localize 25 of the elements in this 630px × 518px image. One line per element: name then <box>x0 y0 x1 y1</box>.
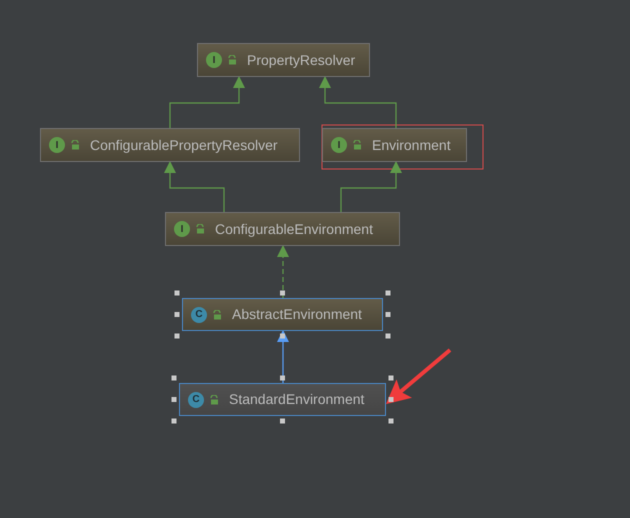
class-icon: C <box>191 306 207 322</box>
inheritance-arrow <box>277 330 289 383</box>
interface-icon: I <box>206 52 222 68</box>
inheritance-arrow <box>277 245 289 298</box>
class-box <box>179 383 386 416</box>
inheritance-arrow <box>319 76 397 128</box>
interface-icon: I <box>331 137 347 153</box>
class-box <box>322 128 467 162</box>
class-box <box>182 298 383 331</box>
class-name: Environment <box>372 136 451 154</box>
class-name: StandardEnvironment <box>229 390 364 409</box>
inheritance-arrow <box>164 161 225 212</box>
class-icon: C <box>188 392 204 408</box>
pointer-arrow <box>386 348 452 404</box>
interface-icon: I <box>49 137 65 153</box>
class-box <box>165 212 400 246</box>
class-name: ConfigurableEnvironment <box>215 220 373 239</box>
interface-icon: I <box>174 221 190 237</box>
inheritance-arrow <box>169 76 245 128</box>
class-name: AbstractEnvironment <box>232 305 362 324</box>
inheritance-arrow <box>340 161 402 212</box>
class-name: PropertyResolver <box>247 50 356 70</box>
class-box <box>40 128 300 162</box>
class-name: ConfigurablePropertyResolver <box>90 136 278 155</box>
class-box <box>197 43 370 77</box>
